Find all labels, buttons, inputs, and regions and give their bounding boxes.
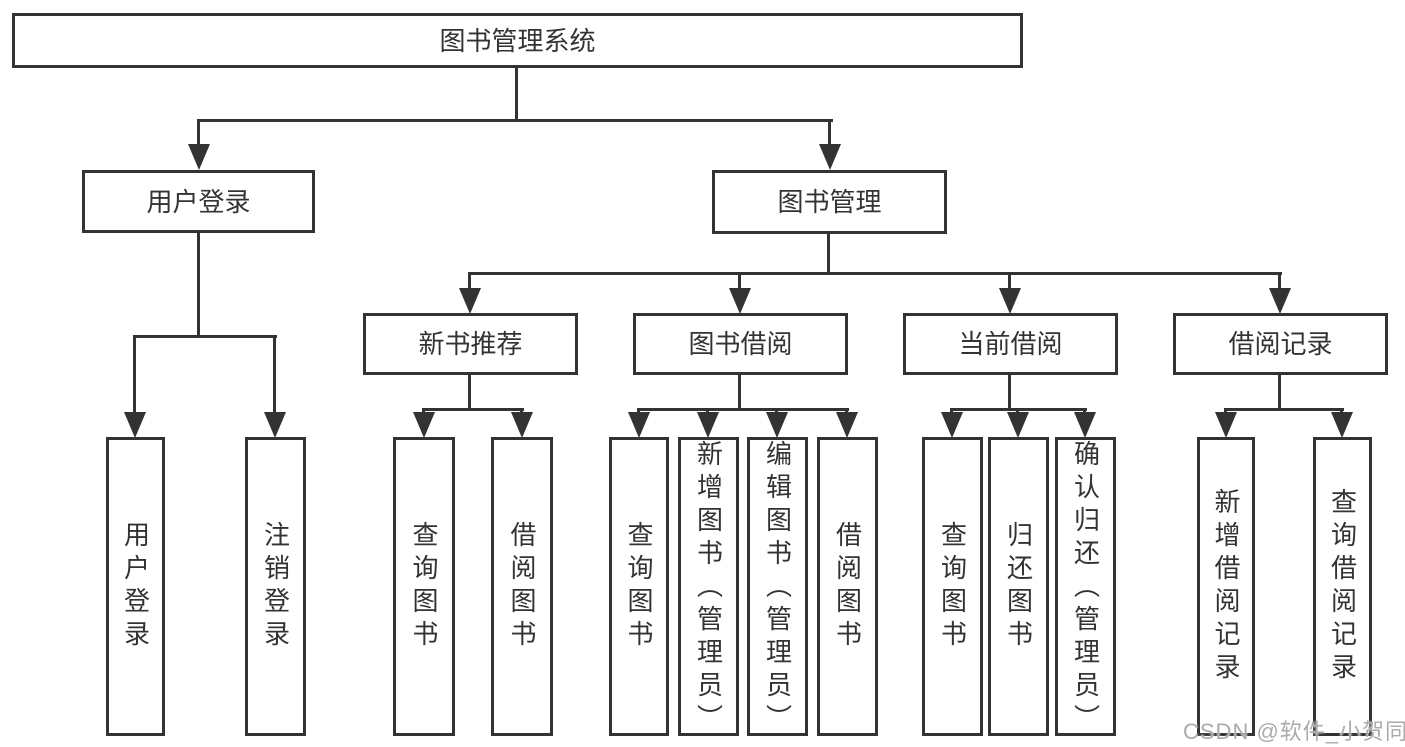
connector-line [738, 272, 741, 290]
node-borrowing-records: 借阅记录 [1173, 313, 1388, 375]
leaf-query-books-current: 查询图书 [922, 437, 983, 736]
leaf-user-login-label: 用户登录 [120, 520, 151, 653]
leaf-borrow-books-label: 借阅图书 [832, 520, 863, 653]
connector-line [1278, 375, 1281, 411]
connector-line [1224, 408, 1344, 411]
arrow-down-icon [1074, 412, 1096, 438]
arrow-down-icon [819, 144, 841, 170]
connector-line [950, 408, 953, 415]
leaf-user-login: 用户登录 [106, 437, 165, 736]
node-book-management-label: 图书管理 [777, 187, 882, 217]
connector-line [1008, 272, 1011, 290]
connector-line [197, 233, 200, 338]
node-new-book-recommend-label: 新书推荐 [418, 329, 523, 359]
connector-line [133, 335, 136, 413]
leaf-confirm-return-admin-label: 确认归还（管理员） [1070, 440, 1101, 737]
connector-line [1083, 408, 1086, 415]
leaf-query-books-borrowing-label: 查询图书 [624, 520, 654, 653]
leaf-edit-books-admin-label: 编辑图书（管理员） [762, 440, 793, 737]
connector-line [637, 408, 849, 411]
arrow-down-icon [628, 412, 650, 438]
node-user-login: 用户登录 [82, 170, 315, 233]
node-user-login-label: 用户登录 [146, 186, 251, 217]
node-current-borrowing-label: 当前借阅 [958, 329, 1063, 359]
leaf-add-books-admin-label: 新增图书（管理员） [693, 440, 724, 737]
connector-line [1224, 408, 1227, 415]
leaf-add-books-admin: 新增图书（管理员） [678, 437, 739, 737]
connector-line [515, 68, 518, 119]
node-book-borrowing: 图书借阅 [633, 313, 848, 375]
leaf-logout-label: 注销登录 [260, 520, 291, 653]
leaf-query-books-recommend: 查询图书 [393, 437, 455, 736]
arrow-down-icon [766, 412, 788, 438]
leaf-return-books: 归还图书 [988, 437, 1049, 736]
leaf-confirm-return-admin: 确认归还（管理员） [1055, 437, 1116, 737]
arrow-down-icon [459, 288, 481, 314]
connector-line [738, 375, 741, 411]
arrow-down-icon [511, 412, 533, 438]
leaf-query-books-current-label: 查询图书 [937, 520, 968, 653]
arrow-down-icon [1269, 288, 1291, 314]
connector-line [197, 119, 200, 147]
arrow-down-icon [413, 412, 435, 438]
node-library-system: 图书管理系统 [12, 13, 1023, 68]
connector-line [468, 272, 1282, 275]
node-book-management: 图书管理 [712, 170, 947, 234]
node-borrowing-records-label: 借阅记录 [1228, 329, 1333, 359]
connector-line [273, 335, 276, 413]
leaf-query-books-borrowing: 查询图书 [609, 437, 669, 736]
node-new-book-recommend: 新书推荐 [363, 313, 578, 375]
connector-line [520, 408, 523, 415]
leaf-query-books-recommend-label: 查询图书 [409, 520, 439, 653]
node-current-borrowing: 当前借阅 [903, 313, 1118, 375]
leaf-query-borrow-record-label: 查询借阅记录 [1327, 487, 1358, 686]
leaf-borrow-books-recommend-label: 借阅图书 [507, 520, 537, 653]
leaf-borrow-books: 借阅图书 [817, 437, 878, 736]
leaf-add-borrow-record-label: 新增借阅记录 [1211, 487, 1241, 686]
arrow-down-icon [941, 412, 963, 438]
connector-line [197, 119, 833, 122]
watermark: CSDN @软件_小贺同学 [1183, 719, 1405, 744]
node-library-system-label: 图书管理系统 [439, 25, 596, 56]
connector-line [1008, 375, 1011, 411]
connector-line [775, 408, 778, 415]
connector-line [133, 335, 277, 338]
leaf-edit-books-admin: 编辑图书（管理员） [747, 437, 808, 737]
arrow-down-icon [1331, 412, 1353, 438]
arrow-down-icon [836, 412, 858, 438]
arrow-down-icon [264, 412, 286, 438]
connector-line [1340, 408, 1343, 415]
connector-line [468, 375, 471, 411]
arrow-down-icon [1007, 412, 1029, 438]
connector-line [468, 272, 471, 290]
arrow-down-icon [697, 412, 719, 438]
connector-line [422, 408, 524, 411]
leaf-add-borrow-record: 新增借阅记录 [1197, 437, 1255, 736]
connector-line [828, 119, 831, 147]
arrow-down-icon [729, 288, 751, 314]
connector-line [422, 408, 425, 415]
connector-line [1278, 272, 1281, 290]
node-book-borrowing-label: 图书借阅 [688, 329, 793, 359]
connector-line [845, 408, 848, 415]
arrow-down-icon [1215, 412, 1237, 438]
connector-line [1016, 408, 1019, 415]
connector-line [706, 408, 709, 415]
leaf-borrow-books-recommend: 借阅图书 [491, 437, 553, 736]
leaf-query-borrow-record: 查询借阅记录 [1313, 437, 1372, 736]
arrow-down-icon [999, 288, 1021, 314]
connector-line [827, 234, 830, 275]
arrow-down-icon [124, 412, 146, 438]
arrow-down-icon [188, 144, 210, 170]
leaf-logout: 注销登录 [245, 437, 306, 736]
connector-line [637, 408, 640, 415]
leaf-return-books-label: 归还图书 [1003, 520, 1034, 653]
